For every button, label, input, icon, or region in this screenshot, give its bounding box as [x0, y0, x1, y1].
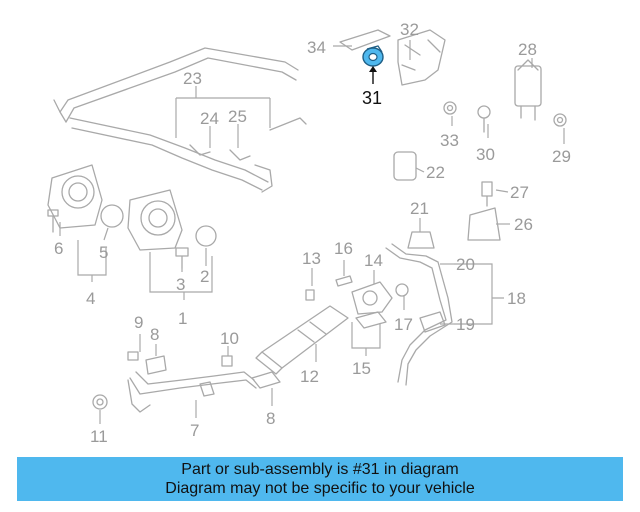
bracket-34: [339, 29, 391, 51]
banner-line-part: Part or sub-assembly is #31 in diagram: [181, 461, 459, 478]
callout-30: 30: [476, 145, 495, 164]
callout-3: 3: [176, 275, 185, 294]
bolt-13: [305, 289, 315, 301]
callout-32: 32: [400, 20, 419, 39]
callout-7: 7: [190, 421, 199, 440]
callout-16: 16: [334, 239, 353, 258]
callout-9: 9: [134, 313, 143, 332]
callout-15: 15: [352, 359, 371, 378]
gasket-8-upper: [145, 355, 167, 375]
bracket-32: [397, 29, 446, 86]
callout-12: 12: [300, 367, 319, 386]
nut-21: [407, 231, 435, 249]
grommet-33: [443, 101, 457, 115]
callout-11: 11: [90, 427, 108, 446]
callout-18: 18: [507, 289, 526, 308]
valve-22: [393, 151, 417, 181]
throttle-body-left: [47, 164, 103, 229]
gasket-8-lower: [251, 371, 281, 389]
callout-24: 24: [200, 109, 219, 128]
gasket-5: [100, 204, 124, 228]
callout-33: 33: [440, 131, 459, 150]
callout-22: 22: [426, 163, 445, 182]
valve-28: [514, 59, 542, 121]
bolt-9: [127, 351, 139, 361]
callout-25: 25: [228, 107, 247, 126]
callout-5: 5: [99, 243, 108, 262]
callout-4: 4: [86, 289, 95, 308]
info-banner: Part or sub-assembly is #31 in diagram D…: [17, 457, 623, 501]
callout-17: 17: [394, 315, 413, 334]
callout-6: 6: [54, 239, 63, 258]
parts-diagram: 34 32 28 31 23 24 25 33 30 29 22 27 21 2…: [47, 20, 571, 446]
callout-31: 31: [362, 88, 382, 108]
egr-valve-14: [351, 281, 393, 315]
callout-29: 29: [552, 147, 571, 166]
coolant-pipes: [53, 47, 307, 193]
bracket-26: [467, 207, 501, 241]
callout-8-upper: 8: [150, 325, 159, 344]
callout-13: 13: [302, 249, 321, 268]
egr-cooler-12: [255, 305, 349, 375]
callout-27: 27: [510, 183, 529, 202]
callout-2: 2: [200, 267, 209, 286]
leader-lines: [59, 40, 565, 424]
callout-14: 14: [364, 251, 383, 270]
callout-28: 28: [518, 40, 537, 59]
bolt-27: [481, 181, 493, 207]
bolt-10: [221, 355, 233, 367]
bolt-3: [175, 247, 189, 269]
grommet-29: [553, 113, 567, 127]
bolt-16: [335, 275, 353, 287]
leader-arrow-31: [369, 66, 377, 84]
gasket-15: [355, 311, 387, 329]
throttle-body-right: [127, 189, 183, 251]
callout-10: 10: [220, 329, 239, 348]
callout-8-lower: 8: [266, 409, 275, 428]
gasket-17: [395, 283, 409, 297]
highlighted-part-31[interactable]: [362, 45, 384, 67]
banner-line-disclaimer: Diagram may not be specific to your vehi…: [165, 480, 475, 497]
callout-34: 34: [307, 38, 326, 57]
callout-20: 20: [456, 255, 475, 274]
grommet-11: [92, 394, 108, 410]
egr-pipe-right: [385, 243, 453, 386]
callout-1: 1: [178, 309, 187, 328]
callout-23: 23: [183, 69, 202, 88]
bolt-6: [47, 209, 59, 233]
sensor-30: [477, 105, 491, 133]
gasket-2: [195, 225, 217, 247]
egr-pipe-7: [127, 371, 257, 413]
callout-26: 26: [514, 215, 533, 234]
callout-labels: 34 32 28 31 23 24 25 33 30 29 22 27 21 2…: [54, 20, 571, 446]
callout-21: 21: [410, 199, 429, 218]
callout-19: 19: [456, 315, 475, 334]
